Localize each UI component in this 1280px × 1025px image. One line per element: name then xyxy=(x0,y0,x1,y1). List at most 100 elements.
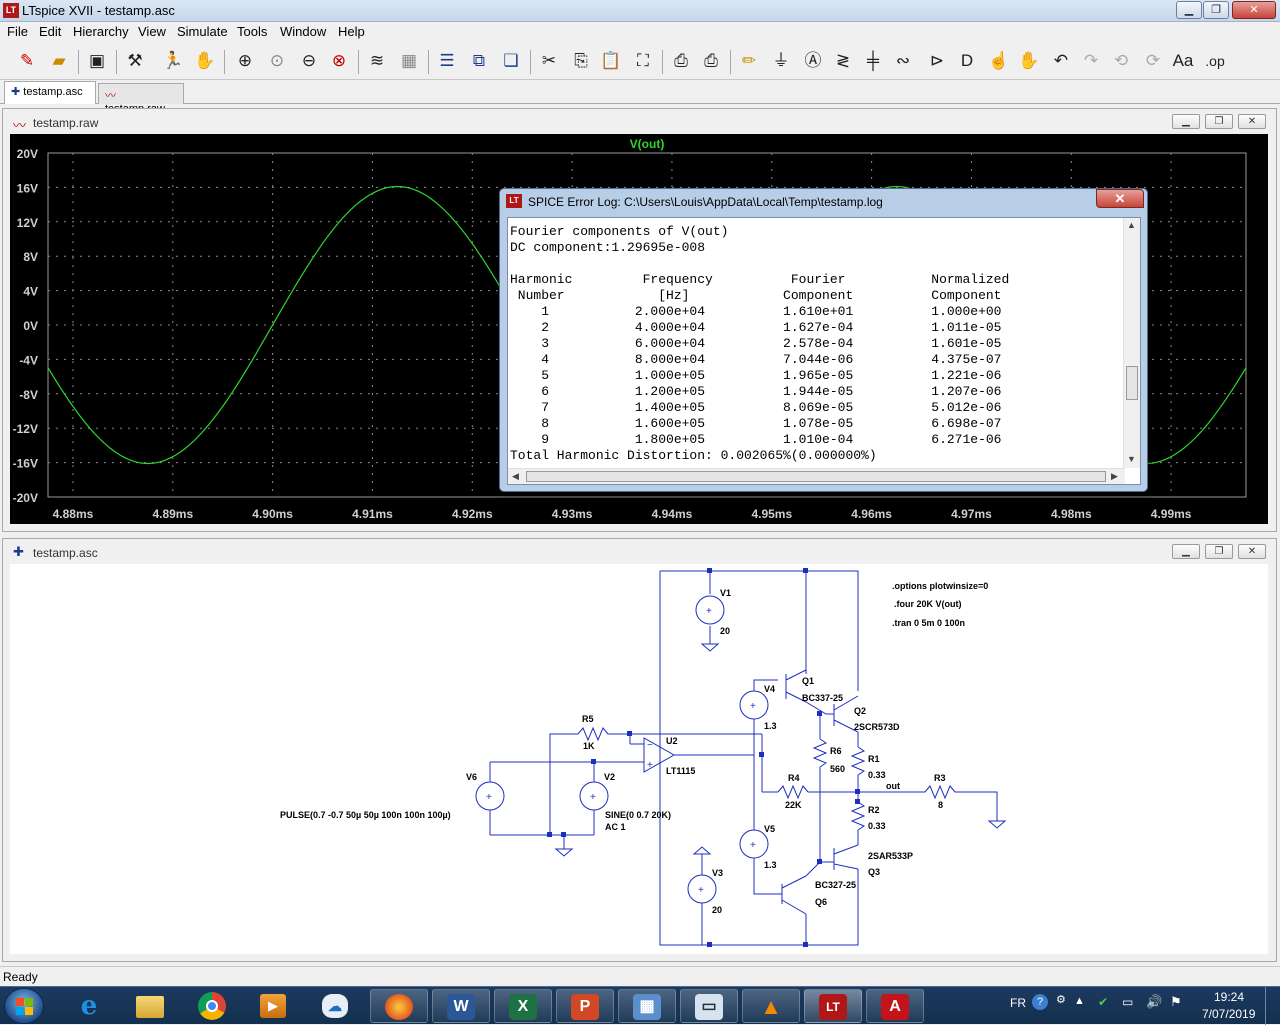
halt-hand-icon[interactable]: ✋ xyxy=(194,51,216,70)
volume-icon[interactable]: 🔊 xyxy=(1146,994,1163,1009)
ground-icon[interactable]: ⏚ xyxy=(772,51,790,70)
pan-icon[interactable]: ⊙ xyxy=(269,51,285,70)
internet-explorer-icon[interactable]: e xyxy=(80,991,98,1021)
scroll-right-icon[interactable]: ▶ xyxy=(1111,471,1118,481)
component-icon[interactable]: D xyxy=(960,51,974,70)
scroll-up-icon[interactable]: ▲ xyxy=(1127,220,1136,230)
help-icon[interactable]: ? xyxy=(1032,994,1048,1010)
paste-icon[interactable]: 📋 xyxy=(600,51,622,70)
close-button[interactable]: ✕ xyxy=(1232,1,1276,19)
schematic-canvas[interactable]: +++ +++ −+ V1 20 V3 20 V4 1.3 V5 1.3 V6 … xyxy=(10,564,1268,954)
plot-minimize-button[interactable]: ▁ xyxy=(1172,114,1200,129)
media-player-icon[interactable]: ▶ xyxy=(248,991,298,1021)
print-icon[interactable]: ⎙ xyxy=(674,51,688,70)
ltspice-taskbar-icon[interactable]: LT xyxy=(804,989,862,1023)
menu-file[interactable]: File xyxy=(7,24,28,39)
menu-simulate[interactable]: Simulate xyxy=(177,24,228,39)
resistor-icon[interactable]: ≷ xyxy=(835,51,851,70)
y-tick-label: 0V xyxy=(23,319,38,333)
undo-icon[interactable]: ↶ xyxy=(1053,51,1069,70)
menu-view[interactable]: View xyxy=(138,24,166,39)
label-net-icon[interactable]: Ⓐ xyxy=(804,51,822,70)
redo-icon[interactable]: ↷ xyxy=(1083,51,1099,70)
word-icon[interactable]: W xyxy=(432,989,490,1023)
file-explorer-icon[interactable] xyxy=(124,991,174,1021)
show-desktop-button[interactable] xyxy=(1265,987,1280,1025)
control-panel-hammer-icon[interactable]: ⚒ xyxy=(127,51,143,70)
clock-time[interactable]: 19:24 xyxy=(1214,990,1245,1004)
spice-directive-icon[interactable]: .op xyxy=(1205,53,1225,69)
skype-icon[interactable]: ☁ xyxy=(310,991,360,1021)
zoom-full-icon[interactable]: ⊗ xyxy=(331,51,347,70)
menu-tools[interactable]: Tools xyxy=(237,24,268,39)
tray-expand-icon[interactable]: ▲ xyxy=(1074,995,1085,1007)
action-center-flag-icon[interactable]: ⚑ xyxy=(1170,994,1182,1009)
tile-vertical-icon[interactable]: ⧉ xyxy=(472,51,486,70)
tab-testamp-asc[interactable]: ✚ testamp.asc xyxy=(4,81,96,104)
scroll-down-icon[interactable]: ▼ xyxy=(1127,454,1136,464)
directive-options[interactable]: .options plotwinsize=0 xyxy=(892,581,988,591)
save-icon[interactable]: ▣ xyxy=(88,51,106,70)
autorange-icon[interactable]: ≋ xyxy=(369,51,385,70)
directive-tran[interactable]: .tran 0 5m 0 100n xyxy=(892,618,965,628)
horizontal-scroll-thumb[interactable] xyxy=(526,471,1106,482)
network-icon[interactable]: ▭ xyxy=(1122,995,1134,1009)
cascade-icon[interactable]: ❏ xyxy=(503,51,519,70)
error-log-line: DC component:1.29695e-008 xyxy=(510,240,706,255)
diode-icon[interactable]: ⊳ xyxy=(929,51,945,70)
mirror-icon[interactable]: ⟳ xyxy=(1145,51,1161,70)
drag-hand-icon[interactable]: ✋ xyxy=(1018,51,1040,70)
plot-maximize-button[interactable]: ❐ xyxy=(1205,114,1233,129)
security-icon[interactable]: ✔ xyxy=(1098,995,1109,1009)
grid-icon[interactable]: ▦ xyxy=(400,51,418,70)
menu-edit[interactable]: Edit xyxy=(39,24,62,39)
copy-icon[interactable]: ⎘ xyxy=(574,51,588,70)
minimize-button[interactable]: ▁ xyxy=(1176,1,1202,19)
schematic-close-button[interactable]: ✕ xyxy=(1238,544,1266,559)
vertical-scrollbar[interactable]: ▲ ▼ xyxy=(1123,218,1140,468)
plot-close-button[interactable]: ✕ xyxy=(1238,114,1266,129)
scroll-left-icon[interactable]: ◀ xyxy=(512,471,519,481)
powerpoint-icon[interactable]: P xyxy=(556,989,614,1023)
cut-icon[interactable]: ✂ xyxy=(541,51,557,70)
language-indicator[interactable]: FR xyxy=(1010,996,1026,1010)
schematic-maximize-button[interactable]: ❐ xyxy=(1205,544,1233,559)
menu-window[interactable]: Window xyxy=(280,24,327,39)
maximize-button[interactable]: ❐ xyxy=(1203,1,1229,19)
directive-four[interactable]: .four 20K V(out) xyxy=(894,599,962,609)
y-tick-label: 4V xyxy=(23,285,38,299)
v2-value: SINE(0 0.7 20K) xyxy=(605,810,671,820)
svg-text:+: + xyxy=(750,701,756,712)
start-button[interactable] xyxy=(4,988,44,1024)
capacitor-icon[interactable]: ╪ xyxy=(866,51,880,70)
tray-settings-icon[interactable]: ⚙ xyxy=(1056,994,1066,1006)
error-log-close-button[interactable]: ✕ xyxy=(1096,189,1144,208)
firefox-icon[interactable] xyxy=(370,989,428,1023)
draw-wire-pencil-icon[interactable]: ✏ xyxy=(741,51,757,70)
new-schematic-icon[interactable]: ✎ xyxy=(19,51,35,70)
control-panel-icon[interactable]: ▦ xyxy=(618,989,676,1023)
open-folder-icon[interactable]: ▰ xyxy=(52,51,66,70)
schematic-minimize-button[interactable]: ▁ xyxy=(1172,544,1200,559)
print-setup-icon[interactable]: ⎙ xyxy=(704,51,718,70)
vlc-icon[interactable]: ▲ xyxy=(742,989,800,1023)
horizontal-scrollbar[interactable]: ◀ ▶ xyxy=(508,468,1125,484)
tile-horizontal-icon[interactable]: ☰ xyxy=(439,51,455,70)
move-hand-icon[interactable]: ☝ xyxy=(988,51,1010,70)
text-icon[interactable]: Aa xyxy=(1172,51,1194,70)
run-icon[interactable]: 🏃 xyxy=(162,51,184,70)
zoom-in-icon[interactable]: ⊕ xyxy=(237,51,253,70)
acrobat-icon[interactable]: A xyxy=(866,989,924,1023)
chrome-icon[interactable] xyxy=(186,991,236,1021)
zoom-out-icon[interactable]: ⊖ xyxy=(301,51,317,70)
inductor-icon[interactable]: ∾ xyxy=(895,51,911,70)
excel-icon[interactable]: X xyxy=(494,989,552,1023)
clock-date[interactable]: 7/07/2019 xyxy=(1202,1007,1256,1021)
tab-testamp-raw[interactable]: 〰 testamp.raw xyxy=(98,83,184,115)
menu-help[interactable]: Help xyxy=(338,24,365,39)
find-binoculars-icon[interactable]: ⛶ xyxy=(637,51,649,70)
vertical-scroll-thumb[interactable] xyxy=(1126,366,1138,400)
menu-hierarchy[interactable]: Hierarchy xyxy=(73,24,129,39)
rotate-icon[interactable]: ⟲ xyxy=(1113,51,1129,70)
remote-desktop-icon[interactable]: ▭ xyxy=(680,989,738,1023)
